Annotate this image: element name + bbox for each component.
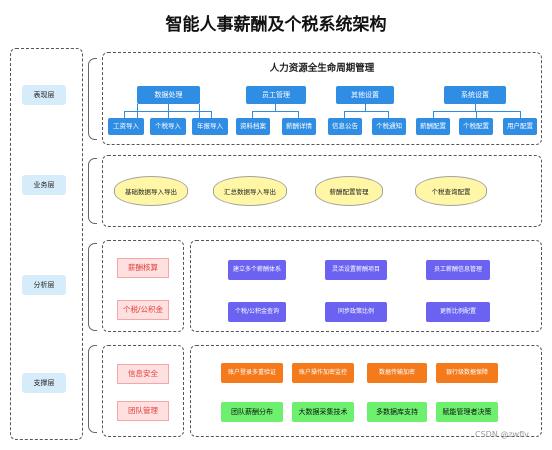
box-tax-fund[interactable]: 个税/公积金 (117, 300, 169, 320)
group-system-settings[interactable]: 系统设置 (444, 86, 506, 104)
connector (124, 111, 125, 118)
page-title: 智能人事薪酬及个税系统架构 (165, 15, 387, 35)
cloud-summary-data[interactable]: 汇总数据导入导出 (213, 176, 287, 206)
box-tax-fund-query[interactable]: 个税/公积金查询 (228, 302, 286, 322)
connector (365, 104, 366, 111)
brace-analysis (88, 243, 97, 331)
cloud-basic-data[interactable]: 基础数据导入导出 (114, 176, 188, 206)
watermark: CSDN @zwflv (475, 430, 529, 439)
connector (475, 104, 476, 111)
box-multi-database[interactable]: 多数据库支持 (367, 402, 427, 422)
support-right-panel (190, 345, 542, 437)
connector (344, 111, 389, 112)
brace-support (88, 345, 97, 433)
layer-presentation[interactable]: 表现层 (22, 85, 66, 105)
box-operation-monitoring[interactable]: 账户操作加密监控 (292, 363, 354, 383)
layer-analysis[interactable]: 分析层 (22, 275, 66, 295)
box-salary-calc[interactable]: 薪酬核算 (117, 258, 169, 278)
box-bank-grade-security[interactable]: 银行级数据保障 (436, 363, 498, 383)
presentation-heading: 人力资源全生命周期管理 (269, 63, 375, 74)
layer-business[interactable]: 业务层 (22, 175, 66, 195)
brace-presentation (88, 58, 97, 140)
box-data-encryption[interactable]: 数据传输加密 (367, 363, 427, 383)
connector (298, 111, 299, 118)
box-team-management[interactable]: 团队管理 (117, 401, 169, 421)
box-flexible-items[interactable]: 灵活设置薪酬项目 (325, 260, 387, 280)
group-employee-management[interactable]: 员工管理 (246, 86, 306, 104)
item-salary-config[interactable]: 薪酬配置 (416, 118, 450, 135)
connector (476, 111, 477, 118)
connector (433, 111, 434, 118)
group-other-settings[interactable]: 其他设置 (336, 86, 394, 104)
connector (275, 104, 276, 111)
box-employee-salary-info[interactable]: 员工薪酬信息管理 (426, 260, 490, 280)
box-info-security[interactable]: 信息安全 (117, 364, 169, 384)
box-update-ratio[interactable]: 更新比例配置 (426, 302, 490, 322)
connector (520, 111, 521, 118)
item-tax-notice[interactable]: 个税通知 (372, 118, 406, 135)
group-data-processing[interactable]: 数据处理 (137, 86, 200, 104)
box-team-salary-distribution[interactable]: 团队薪酬分布 (221, 402, 283, 422)
cloud-salary-config[interactable]: 薪酬配置管理 (315, 176, 383, 206)
item-salary-import[interactable]: 工资导入 (108, 118, 144, 135)
connector (252, 111, 299, 112)
box-manager-decision[interactable]: 赋能管理者决策 (436, 402, 498, 422)
layer-support[interactable]: 支撑层 (22, 373, 66, 393)
connector (252, 111, 253, 118)
box-multi-salary-system[interactable]: 建立多个薪酬体系 (228, 260, 286, 280)
connector (168, 104, 169, 118)
item-profile-archive[interactable]: 资料档案 (236, 118, 270, 135)
connector (388, 111, 389, 118)
box-sync-policy[interactable]: 同步政策比例 (325, 302, 387, 322)
item-tax-import[interactable]: 个税导入 (150, 118, 186, 135)
connector (433, 111, 521, 112)
connector (211, 111, 212, 118)
item-tax-config[interactable]: 个税配置 (459, 118, 493, 135)
box-multi-factor-login[interactable]: 账户登录多重验证 (221, 363, 283, 383)
item-announcement[interactable]: 信息公告 (328, 118, 362, 135)
brace-business (88, 158, 97, 224)
item-annual-import[interactable]: 年报导入 (192, 118, 228, 135)
item-salary-details[interactable]: 薪酬详情 (282, 118, 316, 135)
connector (344, 111, 345, 118)
box-big-data-collection[interactable]: 大数据采集技术 (292, 402, 354, 422)
cloud-tax-query[interactable]: 个税查询配置 (415, 176, 487, 206)
support-left-panel (102, 345, 184, 437)
item-user-config[interactable]: 用户配置 (503, 118, 537, 135)
